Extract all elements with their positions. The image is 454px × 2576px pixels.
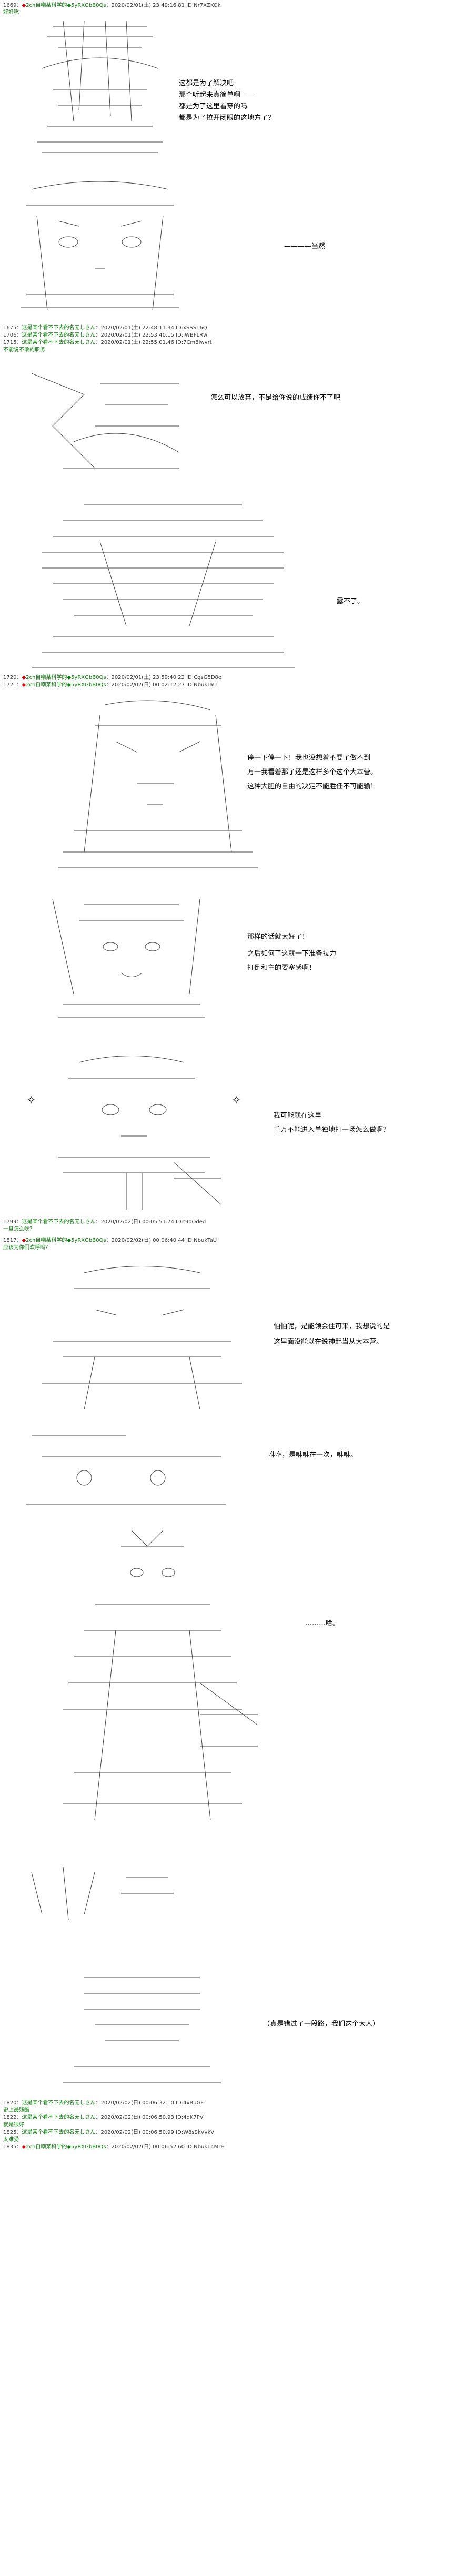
poster-name: 这是某个看不下去的名无しさん	[22, 2129, 96, 2135]
poster-name: 这是某个看不下去的名无しさん	[22, 1219, 96, 1225]
dialog-line: 这里面没能以在说神起当从大本营。	[274, 1338, 384, 1346]
post-number[interactable]: 1825：	[3, 2129, 22, 2135]
dialog-line: 万一我看着那了还是这样多个这个大本营。	[247, 768, 378, 776]
post-meta: ：2020/02/02(日) 00:05:51.74 ID:t9oOded	[95, 1219, 206, 1225]
dialog-line: 这都是为了解决吧	[179, 79, 234, 87]
dialog-line: 之后如何了这就一下准备拉力	[247, 950, 337, 958]
poster-trip: ◆5yRXGbB0Qs	[67, 2144, 106, 2150]
post-meta: ：2020/02/02(日) 00:06:40.44 ID:NbukTaU	[106, 1238, 217, 1243]
post-header: 1669：◆2ch自嘲某科学的◆5yRXGbB0Qs：2020/02/01(土)…	[3, 2, 221, 9]
ascii-art-character	[42, 1525, 263, 1830]
poster-name: 这是某个看不下去的名无しさん	[22, 325, 96, 331]
ascii-art-character	[21, 1425, 231, 1520]
ascii-art-character	[32, 1262, 253, 1415]
ascii-art-character	[21, 1862, 179, 1925]
poster-name: 这是某个看不下去的名无しさん	[22, 340, 96, 346]
poster-name: 2ch自嘲某科学的	[26, 2144, 67, 2150]
post-number[interactable]: 1799：	[3, 1219, 22, 1225]
post-meta: ：2020/02/01(土) 22:55:01.46 ID:7Cm8Iwvrt	[95, 340, 212, 346]
dialog-line: 露不了。	[337, 597, 365, 605]
post-meta: ：2020/02/01(土) 23:59:40.22 ID:CgsG5D8e	[106, 675, 222, 681]
poster-name: 这是某个看不下去的名无しさん	[22, 2115, 96, 2121]
reply-text: 应该为你们欢呼吗？	[3, 1245, 51, 1251]
dialog-line: 怎么可以放弃，不是给你说的成绩你不了吧	[210, 394, 341, 402]
post-number[interactable]: 1715：	[3, 340, 22, 346]
post-meta: ：2020/02/02(日) 00:06:50.99 ID:W8sSkVvkV	[95, 2129, 215, 2135]
dialog-line: ………哈。	[305, 1619, 340, 1627]
post-number[interactable]: 1721：	[3, 682, 22, 688]
trip-marker: ◆	[22, 682, 26, 688]
post-meta: ：2020/02/01(土) 22:48:11.34 ID:xSSS16Q	[95, 325, 207, 331]
dialog-line: 打倒和主的要塞感啊！	[247, 964, 316, 972]
post-meta: ：2020/02/02(日) 00:02:12.27 ID:NbukTaU	[106, 682, 217, 688]
poster-trip: ◆5yRXGbB0Qs	[67, 1238, 106, 1243]
trip-marker: ◆	[22, 675, 26, 681]
ascii-art-character	[21, 494, 295, 678]
poster-trip: ◆5yRXGbB0Qs	[67, 682, 106, 688]
dialog-line: 那个听起来真简单啊——	[179, 91, 255, 99]
post-meta: ：2020/02/01(土) 22:53:40.15 ID:IWBFLRw	[95, 332, 208, 338]
reply-text: 不能说不敢的职务	[3, 347, 45, 353]
post-number[interactable]: 1820：	[3, 2100, 22, 2106]
poster-trip: ◆5yRXGbB0Qs	[67, 3, 106, 8]
post-number[interactable]: 1835：	[3, 2144, 22, 2150]
poster-name: 2ch自嘲某科学的	[26, 675, 67, 681]
dialog-line: 这种大胆的自由的决定不能胜任不可能输！	[247, 783, 378, 790]
dialog-line: 怕怕呢，是能领会住可来，我想说的是	[274, 1323, 390, 1331]
ascii-art-character	[47, 1052, 221, 1210]
reply-text: 好好吃	[3, 9, 19, 15]
dialog-line: 我可能就在这里	[274, 1112, 322, 1120]
reply-text: 就是很好	[3, 2122, 24, 2128]
dialog-line: 千万不能进入单独地打一场怎么做啊？	[274, 1126, 390, 1134]
dialog-line: 那样的话就太好了！	[247, 933, 309, 941]
ascii-art-character	[42, 889, 221, 1026]
dialog-line: 都是为了拉开闭眼的这地方了？	[179, 114, 275, 122]
trip-marker: ◆	[22, 3, 26, 8]
dialog-line: 停一下停一下！我也没想着不要了做不到	[247, 754, 371, 762]
dialog-line: 咻咻，是咻咻在一次，咻咻。	[268, 1451, 358, 1459]
post-header: 1720：◆2ch自嘲某科学的◆5yRXGbB0Qs：2020/02/01(土)…	[3, 674, 221, 681]
ascii-art-character	[42, 694, 263, 873]
dialog-line: 都是为了这里看穿的吗	[179, 103, 248, 110]
post-number[interactable]: 1817：	[3, 1238, 22, 1243]
reply-text: 一旦怎么吃？	[3, 1226, 35, 1232]
post-number[interactable]: 1675：	[3, 325, 22, 331]
post-header: 1799：这是某个看不下去的名无しさん：2020/02/02(日) 00:05:…	[3, 1219, 206, 1225]
poster-trip: ◆5yRXGbB0Qs	[67, 675, 106, 681]
dialog-line: （真是错过了一段路，我们这个大人）	[263, 2020, 380, 2028]
post-header: 1822：这是某个看不下去的名无しさん：2020/02/02(日) 00:06:…	[3, 2114, 204, 2121]
post-header: 1706：这是某个看不下去的名无しさん：2020/02/01(土) 22:53:…	[3, 332, 207, 339]
poster-name: 2ch自嘲某科学的	[26, 682, 67, 688]
post-header: 1675：这是某个看不下去的名无しさん：2020/02/01(土) 22:48:…	[3, 324, 207, 331]
post-header: 1820：这是某个看不下去的名无しさん：2020/02/02(日) 00:06:…	[3, 2100, 204, 2106]
dialog-line: ————当然	[284, 242, 326, 250]
trip-marker: ◆	[22, 2144, 26, 2150]
post-header: 1835：◆2ch自嘲某科学的◆5yRXGbB0Qs：2020/02/02(日)…	[3, 2144, 225, 2151]
reply-text: 太难受	[3, 2137, 19, 2143]
post-number[interactable]: 1669：	[3, 3, 22, 8]
post-header: 1715：这是某个看不下去的名无しさん：2020/02/01(土) 22:55:…	[3, 339, 212, 346]
post-number[interactable]: 1720：	[3, 675, 22, 681]
poster-name: 这是某个看不下去的名无しさん	[22, 332, 96, 338]
post-meta: ：2020/02/01(土) 23:49:16.81 ID:Nr7XZKOk	[106, 3, 221, 8]
reply-text: 史上最残酷	[3, 2107, 29, 2113]
ascii-art-character	[21, 16, 179, 168]
poster-name: 这是某个看不下去的名无しさん	[22, 2100, 96, 2106]
post-meta: ：2020/02/02(日) 00:06:50.93 ID:4dK7PV	[95, 2115, 204, 2121]
sparkle-icon: ✧	[231, 1094, 241, 1107]
ascii-art-character	[53, 1967, 231, 2093]
ascii-art-character	[21, 363, 189, 484]
post-number[interactable]: 1706：	[3, 332, 22, 338]
post-header: 1817：◆2ch自嘲某科学的◆5yRXGbB0Qs：2020/02/02(日)…	[3, 1237, 217, 1244]
poster-name: 2ch自嘲某科学的	[26, 1238, 67, 1243]
post-header: 1721：◆2ch自嘲某科学的◆5yRXGbB0Qs：2020/02/02(日)…	[3, 682, 217, 688]
post-meta: ：2020/02/02(日) 00:06:32.10 ID:4xBuGF	[95, 2100, 204, 2106]
sparkle-icon: ✧	[26, 1094, 36, 1107]
post-number[interactable]: 1822：	[3, 2115, 22, 2121]
trip-marker: ◆	[22, 1238, 26, 1243]
post-header: 1825：这是某个看不下去的名无しさん：2020/02/02(日) 00:06:…	[3, 2129, 214, 2136]
post-meta: ：2020/02/02(日) 00:06:52.60 ID:NbukT4MrH	[106, 2144, 225, 2150]
poster-name: 2ch自嘲某科学的	[26, 3, 67, 8]
ascii-art-character	[16, 174, 184, 316]
